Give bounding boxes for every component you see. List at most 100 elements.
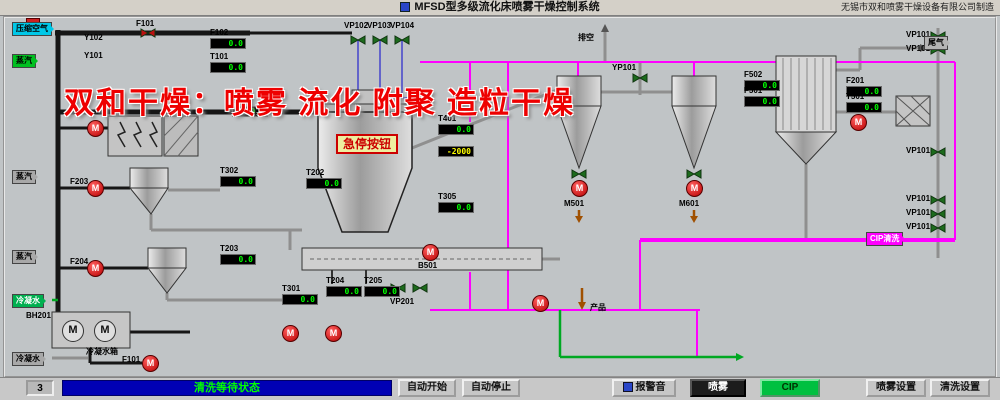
diagram-label: M601 (679, 199, 700, 208)
cyclone1-discharge-arrow (575, 216, 583, 223)
diagram-label: F101 (136, 19, 155, 28)
control-button-label: CIP (781, 382, 799, 393)
cyclone-right2-body (671, 75, 717, 107)
control-button-label: 清洗设置 (940, 382, 980, 393)
diagram-label: VP104 (390, 21, 415, 30)
status-message: 清洗等待状态 (62, 380, 392, 396)
valve-icon[interactable] (571, 169, 587, 179)
control-button-5[interactable]: CIP (760, 379, 820, 397)
pump-icon[interactable]: M (571, 180, 588, 197)
control-button-2[interactable]: 自动停止 (462, 379, 520, 397)
pump-icon[interactable]: M (87, 180, 104, 197)
pump-icon[interactable]: M (422, 244, 439, 261)
diagram-label: VP101 (906, 208, 931, 217)
valve-icon[interactable] (394, 35, 410, 45)
motor-icon: M (94, 320, 116, 342)
instrument-label: T301 (282, 284, 301, 293)
diagram-label: VP101 (906, 146, 931, 155)
condensate-tank (51, 311, 131, 349)
valve-icon[interactable] (930, 147, 946, 157)
diagram-label: VP201 (390, 297, 415, 306)
diagram-label: VP101 (906, 30, 931, 39)
control-button-7[interactable]: 清洗设置 (930, 379, 990, 397)
control-button-label: 自动停止 (471, 382, 511, 393)
flow-arrow-icon (34, 253, 42, 261)
instrument-label: T201 (232, 96, 251, 105)
diagram-label: B501 (418, 261, 438, 270)
instrument-display: 0.0 (846, 102, 882, 113)
valve-icon[interactable] (140, 28, 156, 38)
pump-icon[interactable]: M (282, 325, 299, 342)
cyclone-right2-cone (671, 105, 717, 170)
flow-badge: 尾气 (924, 36, 950, 50)
instrument-label: F502 (744, 70, 763, 79)
instrument-display: 0.0 (744, 96, 780, 107)
valve-icon[interactable] (686, 169, 702, 179)
valve-icon[interactable] (372, 35, 388, 45)
control-button-3[interactable]: 报警音 (612, 379, 676, 397)
bag-filter-bags (782, 58, 832, 130)
valve-icon[interactable] (632, 73, 648, 83)
instrument-display: 0.0 (438, 124, 474, 135)
instrument-label: T204 (326, 276, 345, 285)
pipe-pink-cip (420, 58, 956, 356)
flow-arrow-icon (901, 235, 909, 243)
cyclone-right1-body (556, 75, 602, 107)
flow-arrow-icon (34, 57, 42, 65)
drain-arrow-icon (736, 353, 744, 361)
diagram-label: YP101 (612, 63, 637, 72)
instrument-display: 0.0 (232, 106, 268, 117)
flow-badge: CIP清洗 (866, 232, 906, 246)
control-button-label: 自动开始 (407, 382, 447, 393)
control-button-4[interactable]: 喷雾 (690, 379, 746, 397)
diagram-label: F203 (70, 177, 89, 186)
diagram-label: BH201 (26, 311, 51, 320)
instrument-display: 0.0 (220, 176, 256, 187)
flow-badge: 蒸汽 (12, 250, 38, 264)
pump-icon[interactable]: M (850, 114, 867, 131)
pump-icon[interactable]: M (532, 295, 549, 312)
emergency-stop-button[interactable]: 急停按钮 (336, 134, 398, 154)
diagram-label: 产品 (590, 303, 606, 312)
product-arrow-icon (578, 302, 586, 310)
pump-icon[interactable]: M (142, 355, 159, 372)
diagram-label: 冷凝水箱 (86, 347, 118, 356)
heater-coil-icon (116, 121, 159, 148)
cyclone2-discharge-arrow (690, 216, 698, 223)
flow-arrow-icon (42, 355, 50, 363)
valve-icon[interactable] (412, 283, 428, 293)
instrument-label: T202 (306, 168, 325, 177)
bag-filter-cone (774, 131, 838, 165)
pump-icon[interactable]: M (87, 120, 104, 137)
instrument-display: 0.0 (364, 286, 400, 297)
flow-badge: 蒸汽 (12, 54, 38, 68)
diagram-label: VP102 (344, 21, 369, 30)
page-title: MFSD型多级流化床喷雾干燥控制系统 (0, 0, 1000, 15)
valve-icon[interactable] (930, 223, 946, 233)
instrument-display: 0.0 (846, 86, 882, 97)
diagram-label: Y101 (84, 51, 103, 60)
instrument-label: T302 (220, 166, 239, 175)
control-button-6[interactable]: 喷雾设置 (866, 379, 926, 397)
valve-icon[interactable] (930, 195, 946, 205)
pump-icon[interactable]: M (686, 180, 703, 197)
page-title-text: MFSD型多级流化床喷雾干燥控制系统 (414, 1, 600, 13)
instrument-label: F501 (744, 86, 763, 95)
instrument-label: T101 (210, 52, 229, 61)
filter-hatch (163, 115, 199, 157)
instrument-label: T401 (438, 114, 457, 123)
valve-icon[interactable] (350, 35, 366, 45)
instrument-display: 0.0 (326, 286, 362, 297)
instrument-display: 0.0 (744, 80, 780, 91)
pump-icon[interactable]: M (87, 260, 104, 277)
control-button-1[interactable]: 自动开始 (398, 379, 456, 397)
flow-arrow-icon (42, 297, 50, 305)
valve-icon[interactable] (930, 209, 946, 219)
instrument-label: T501 (846, 92, 865, 101)
pump-icon[interactable]: M (325, 325, 342, 342)
cyclone-left1-cone (128, 187, 169, 215)
control-button-label: 喷雾 (708, 382, 728, 393)
instrument-display: 0.0 (210, 62, 246, 73)
diagram-label: F101 (122, 355, 141, 364)
